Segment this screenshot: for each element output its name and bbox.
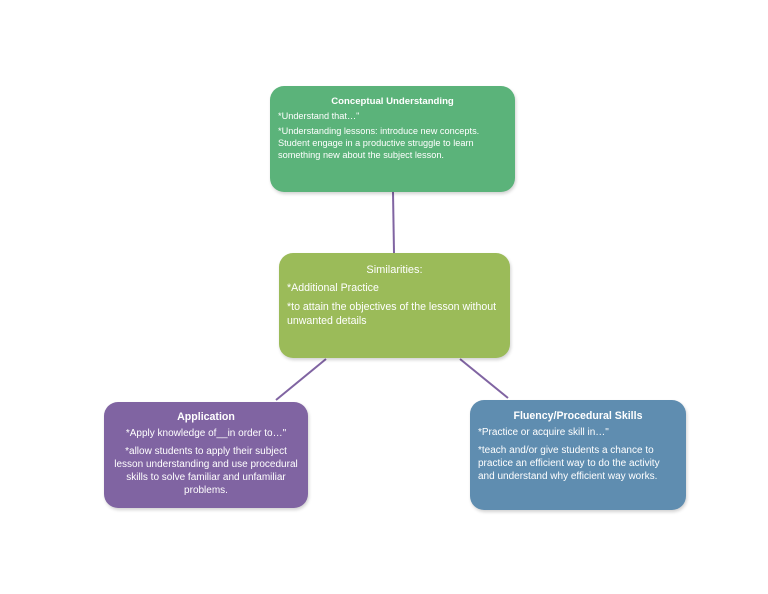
application-box: Application *Apply knowledge of__in orde… [104,402,308,508]
fluency-procedural-skills-box: Fluency/Procedural Skills *Practice or a… [470,400,686,510]
fluency-procedural-skills-title: Fluency/Procedural Skills [513,410,643,422]
similarities-title: Similarities: [366,264,423,276]
similarities-line-1: *Additional Practice [287,282,379,294]
application-line-2: *allow students to apply their subject l… [114,446,298,496]
application-title: Application [177,411,235,423]
similarities-box: Similarities: *Additional Practice *to a… [279,253,510,358]
fluency-procedural-skills-line-2: *teach and/or give students a chance to … [478,445,660,482]
connector-similarities-fluency [459,358,509,399]
fluency-procedural-skills-line-1: *Practice or acquire skill in…" [478,427,609,438]
conceptual-understanding-box: Conceptual Understanding *Understand tha… [270,86,515,192]
conceptual-understanding-line-2: *Understanding lessons: introduce new co… [278,125,480,160]
connector-similarities-application [275,358,327,401]
conceptual-understanding-line-1: *Understand that…" [278,111,360,121]
application-line-1: *Apply knowledge of__in order to…" [125,428,287,439]
similarities-line-2: *to attain the objectives of the lesson … [287,300,497,327]
connector-conceptual-similarities [392,191,395,254]
conceptual-understanding-title: Conceptual Understanding [331,96,454,107]
